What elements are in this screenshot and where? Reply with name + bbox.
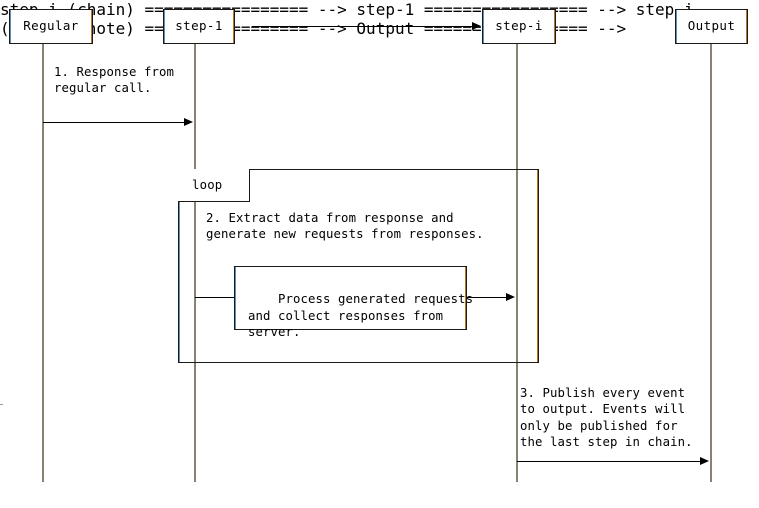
participant-regular[interactable]: Regular	[9, 9, 93, 44]
participant-output[interactable]: Output	[675, 9, 748, 44]
message-label-publish-every-event: 3. Publish every event to output. Events…	[520, 386, 693, 449]
loop-fragment[interactable]	[178, 169, 539, 363]
message-line-publish-every-event	[517, 461, 701, 462]
message-line-response-from-regular	[43, 122, 185, 123]
arrow-head-response-from-regular	[184, 117, 193, 126]
lifeline-step-i	[516, 44, 518, 482]
participant-regular-label: Regular	[23, 18, 79, 34]
loop-fragment-operator-label: loop	[192, 178, 223, 192]
loop-fragment-body-text: 2. Extract data from response and genera…	[206, 211, 484, 242]
lifeline-regular	[42, 44, 44, 482]
arrow-head-chain	[472, 21, 481, 30]
participant-step-i[interactable]: step-i	[482, 9, 556, 44]
message-line-process-requests-right	[467, 297, 507, 298]
page-edge-tick	[0, 404, 3, 405]
participant-step-1-label: step-1	[175, 18, 223, 34]
lifeline-step-1	[194, 44, 196, 482]
lifeline-output	[710, 44, 712, 482]
process-requests-note-text: Process generated requests and collect r…	[248, 292, 474, 339]
message-line-process-requests-left	[195, 297, 234, 298]
process-requests-note[interactable]: Process generated requests and collect r…	[234, 266, 473, 339]
message-line-chain	[252, 26, 474, 27]
message-label-response-from-regular: 1. Response from regular call.	[54, 65, 175, 96]
arrow-head-publish-every-event	[700, 456, 709, 465]
participant-step-i-label: step-i	[495, 18, 543, 34]
participant-step-1[interactable]: step-1	[163, 9, 235, 44]
participant-output-label: Output	[687, 18, 736, 34]
arrow-head-process-requests	[506, 292, 515, 301]
loop-fragment-tab[interactable]: loop	[178, 169, 250, 202]
